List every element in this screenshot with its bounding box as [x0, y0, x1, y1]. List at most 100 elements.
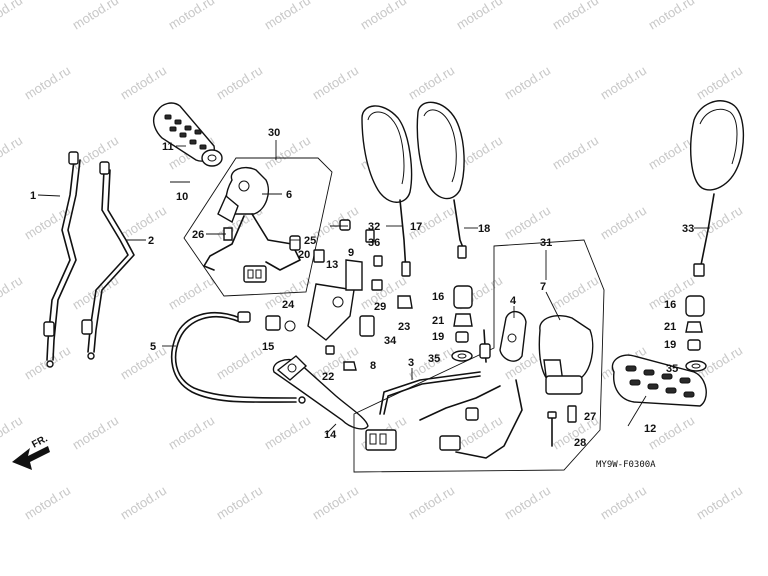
- callout-34: 34: [384, 335, 397, 347]
- callout-labels: 1 2 3 4 5 6 7 8 9 10 11 12 13 14 15 16 1…: [30, 127, 694, 449]
- callout-leaders: [37, 140, 710, 435]
- watermark-text: motod.ru: [166, 413, 217, 453]
- watermark-text: motod.ru: [262, 413, 313, 453]
- callout-35b: 35: [666, 363, 678, 375]
- watermark-text: motod.ru: [502, 483, 553, 523]
- watermark-text: motod.ru: [22, 63, 73, 103]
- watermark-text: motod.ru: [310, 483, 361, 523]
- left-switch-assembly: [183, 157, 333, 297]
- watermark-text: motod.ru: [70, 0, 121, 33]
- callout-16b: 16: [664, 299, 676, 311]
- callout-32: 32: [368, 221, 380, 233]
- callout-24: 24: [282, 299, 295, 311]
- watermark-text: motod.ru: [502, 63, 553, 103]
- callout-22: 22: [322, 371, 334, 383]
- lever-bracket: [265, 219, 413, 371]
- callout-23: 23: [398, 321, 410, 333]
- watermark-text: motod.ru: [0, 133, 25, 173]
- watermark-text: motod.ru: [310, 203, 361, 243]
- throttle-cables: [43, 151, 135, 368]
- callout-33: 33: [682, 223, 694, 235]
- watermark-text: motod.ru: [550, 133, 601, 173]
- watermark-text: motod.ru: [694, 483, 745, 523]
- left-mount-parts: [451, 285, 473, 362]
- mirror-left-front: [361, 105, 413, 277]
- watermark-text: motod.ru: [454, 0, 505, 33]
- watermark-text: motod.ru: [694, 63, 745, 103]
- watermark-text: motod.ru: [454, 413, 505, 453]
- callout-21b: 21: [664, 321, 676, 333]
- clutch-lever: [272, 355, 369, 430]
- front-direction-marker: FR.: [12, 433, 50, 470]
- right-grip: [611, 354, 707, 407]
- callout-26: 26: [192, 229, 204, 241]
- callout-19a: 19: [432, 331, 444, 343]
- callout-2: 2: [148, 235, 154, 247]
- diagram-code: MY9W-F0300A: [596, 460, 656, 470]
- watermark-text: motod.ru: [310, 63, 361, 103]
- watermark-text: motod.ru: [166, 273, 217, 313]
- watermark-text: motod.ru: [118, 63, 169, 103]
- callout-3: 3: [408, 357, 414, 369]
- watermark-text: motod.ru: [598, 63, 649, 103]
- callout-4: 4: [510, 295, 517, 307]
- watermark-text: motod.ru: [214, 483, 265, 523]
- callout-21a: 21: [432, 315, 444, 327]
- callout-29: 29: [374, 301, 386, 313]
- mirror-left-rear: [416, 101, 467, 259]
- watermark-text: motod.ru: [406, 63, 457, 103]
- watermark-text: motod.ru: [118, 343, 169, 383]
- callout-35a: 35: [428, 353, 440, 365]
- callout-18: 18: [478, 223, 490, 235]
- watermark-text: motod.ru: [0, 273, 25, 313]
- watermark-text: motod.ru: [358, 0, 409, 33]
- bolts-right: [547, 405, 577, 447]
- callout-36: 36: [368, 237, 380, 249]
- callout-9: 9: [348, 247, 354, 259]
- callout-6: 6: [286, 189, 292, 201]
- callout-14: 14: [324, 429, 337, 441]
- callout-5: 5: [150, 341, 156, 353]
- watermark-text: motod.ru: [550, 0, 601, 33]
- watermark-text: motod.ru: [0, 0, 25, 33]
- callout-12: 12: [644, 423, 656, 435]
- watermark-text: motod.ru: [70, 413, 121, 453]
- watermark-text: motod.ru: [598, 203, 649, 243]
- callout-17: 17: [410, 221, 422, 233]
- watermark-text: motod.ru: [118, 483, 169, 523]
- callout-19b: 19: [664, 339, 676, 351]
- watermark-text: motod.ru: [262, 0, 313, 33]
- callout-31: 31: [540, 237, 552, 249]
- watermark-text: motod.ru: [598, 483, 649, 523]
- callout-28: 28: [574, 437, 586, 449]
- callout-27: 27: [584, 411, 596, 423]
- callout-8: 8: [370, 360, 376, 372]
- watermark-text: motod.ru: [118, 203, 169, 243]
- callout-16a: 16: [432, 291, 444, 303]
- callout-1: 1: [30, 190, 36, 202]
- callout-13: 13: [326, 259, 338, 271]
- callout-25: 25: [304, 235, 316, 247]
- mirror-right: [690, 100, 745, 277]
- callout-10: 10: [176, 191, 188, 203]
- callout-30: 30: [268, 127, 280, 139]
- watermark-text: motod.ru: [214, 63, 265, 103]
- right-mount-parts: [685, 295, 707, 372]
- callout-15: 15: [262, 341, 274, 353]
- right-switch-assembly: [353, 239, 605, 473]
- watermark-text: motod.ru: [646, 0, 697, 33]
- watermark-text: motod.ru: [646, 133, 697, 173]
- watermark-text: motod.ru: [0, 413, 25, 453]
- left-grip: [152, 102, 223, 167]
- watermark-text: motod.ru: [22, 203, 73, 243]
- watermark-text: motod.ru: [550, 273, 601, 313]
- watermark-text: motod.ru: [166, 0, 217, 33]
- callout-7: 7: [540, 281, 546, 293]
- callout-11: 11: [162, 141, 174, 153]
- clutch-cable: [170, 311, 306, 404]
- brake-switch-cable: [379, 371, 481, 415]
- callout-20: 20: [298, 249, 310, 261]
- watermark-text: motod.ru: [694, 203, 745, 243]
- watermark-text: motod.ru: [214, 343, 265, 383]
